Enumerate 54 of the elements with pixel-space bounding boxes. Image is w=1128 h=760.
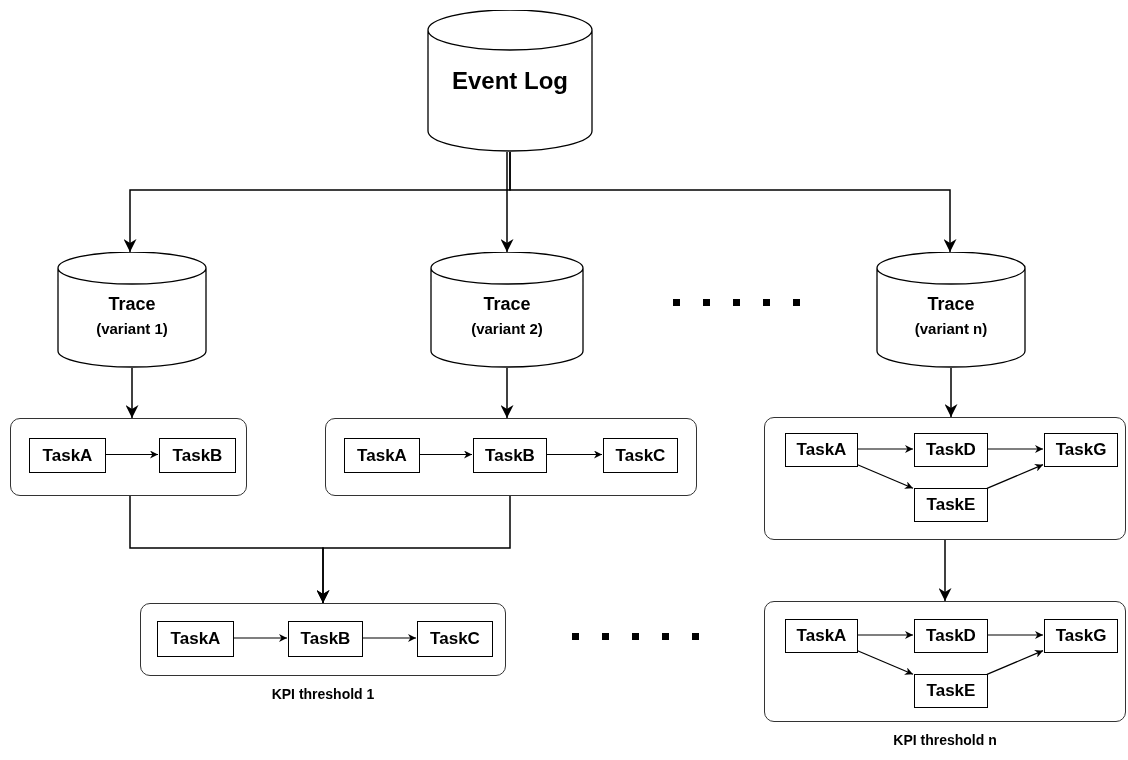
arrow <box>418 450 473 459</box>
arrow <box>545 450 603 459</box>
arrow <box>125 367 139 419</box>
arrow <box>361 634 417 642</box>
arrow <box>944 367 958 418</box>
arrow <box>986 464 1044 489</box>
cylinder-title: Trace <box>926 294 976 315</box>
arrow <box>104 450 159 459</box>
arrow <box>856 631 914 639</box>
task-box: TaskG <box>1044 433 1118 467</box>
task-box: TaskD <box>914 433 988 467</box>
arrow <box>856 445 914 453</box>
task-box: TaskC <box>603 438 678 473</box>
cylinder-subtitle: (variant 1) <box>95 320 169 337</box>
task-box: TaskD <box>914 619 988 653</box>
cylinder-title: Event Log <box>451 67 569 95</box>
task-box: TaskA <box>344 438 420 473</box>
arrow <box>986 631 1044 639</box>
task-box: TaskA <box>29 438 106 473</box>
arrow <box>856 463 914 489</box>
task-box: TaskE <box>914 488 988 522</box>
task-box: TaskA <box>157 621 234 657</box>
arrow <box>856 649 914 675</box>
task-box: TaskB <box>473 438 547 473</box>
arrow <box>509 151 957 253</box>
database-cylinder <box>427 10 593 152</box>
container-box <box>140 603 506 676</box>
arrow <box>500 151 514 253</box>
container-box <box>764 601 1126 722</box>
database-cylinder <box>430 252 584 368</box>
arrow <box>986 650 1044 675</box>
arrow <box>986 445 1044 453</box>
arrow <box>232 634 288 642</box>
cylinder-title: Trace <box>107 294 157 315</box>
caption-text: KPI threshold n <box>893 732 997 748</box>
arrow <box>316 495 511 604</box>
caption-text: KPI threshold 1 <box>271 686 375 702</box>
arrow <box>938 539 952 602</box>
arrow <box>500 367 514 419</box>
container-box <box>10 418 247 496</box>
cylinder-subtitle: (variant 2) <box>470 320 544 337</box>
task-box: TaskB <box>159 438 236 473</box>
task-box: TaskA <box>785 619 858 653</box>
cylinder-title: Trace <box>482 294 532 315</box>
task-box: TaskG <box>1044 619 1118 653</box>
container-box <box>764 417 1126 540</box>
task-box: TaskB <box>288 621 363 657</box>
task-box: TaskE <box>914 674 988 708</box>
container-box <box>325 418 697 496</box>
task-box: TaskA <box>785 433 858 467</box>
database-cylinder <box>876 252 1026 368</box>
task-box: TaskC <box>417 621 493 657</box>
cylinder-subtitle: (variant n) <box>913 320 989 337</box>
database-cylinder <box>57 252 207 368</box>
